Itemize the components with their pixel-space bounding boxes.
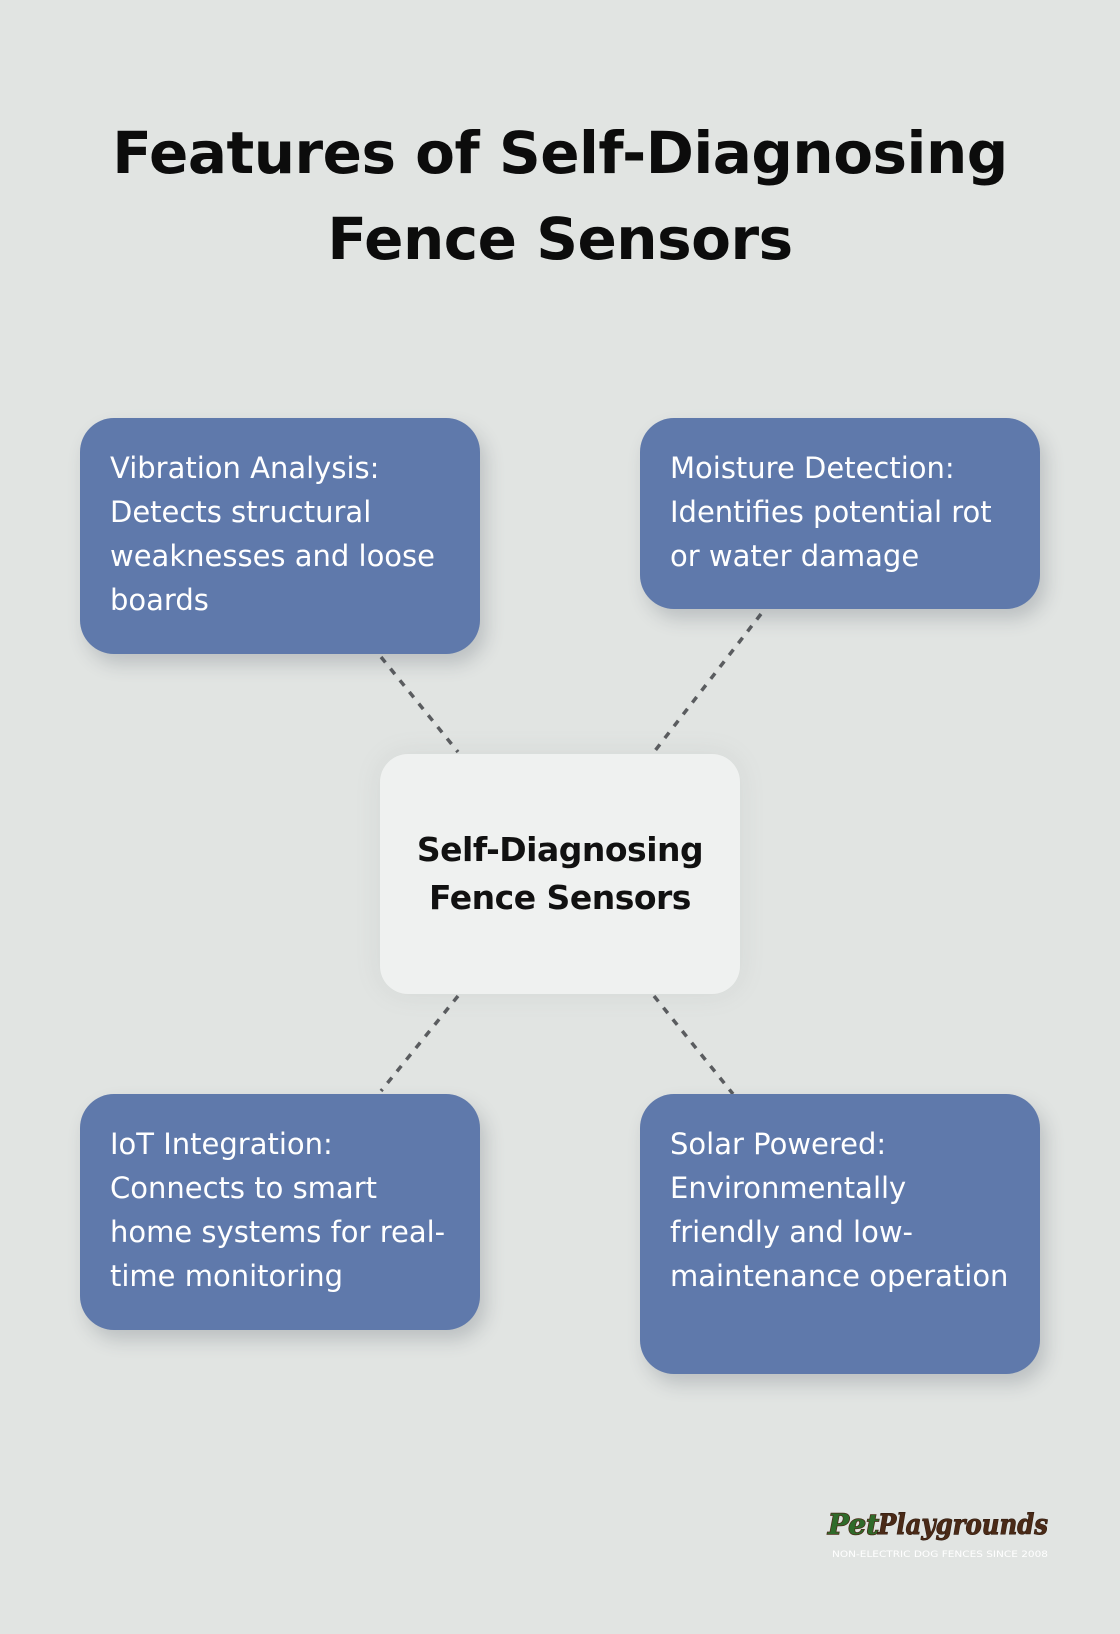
feature-text: Vibration Analysis: Detects structural w…	[110, 451, 436, 617]
feature-iot-integration: IoT Integration: Connects to smart home …	[80, 1094, 480, 1330]
feature-text: IoT Integration: Connects to smart home …	[110, 1127, 446, 1293]
connector-top-right	[652, 612, 763, 754]
connector-bottom-right	[652, 994, 735, 1096]
feature-vibration-analysis: Vibration Analysis: Detects structural w…	[80, 418, 480, 654]
logo-word-pet: Pet	[827, 1508, 879, 1541]
title-line-1: Features of Self-Diagnosing	[112, 119, 1008, 187]
feature-solar-powered: Solar Powered: Environmentally friendly …	[640, 1094, 1040, 1374]
connector-bottom-left	[379, 994, 460, 1093]
feature-text: Solar Powered: Environmentally friendly …	[670, 1127, 1009, 1293]
page-title: Features of Self-Diagnosing Fence Sensor…	[60, 110, 1060, 282]
logo-word-playgrounds: Playgrounds	[877, 1508, 1048, 1541]
feature-moisture-detection: Moisture Detection: Identifies potential…	[640, 418, 1040, 609]
logo-tagline: NON-ELECTRIC DOG FENCES SINCE 2008	[832, 1550, 1048, 1560]
central-topic: Self-Diagnosing Fence Sensors	[380, 754, 740, 994]
pet-playgrounds-logo: Pet Playgrounds NON-ELECTRIC DOG FENCES …	[826, 1507, 1048, 1560]
central-topic-line-1: Self-Diagnosing	[416, 830, 704, 869]
title-line-2: Fence Sensors	[327, 205, 793, 273]
central-topic-line-2: Fence Sensors	[429, 878, 691, 917]
feature-text: Moisture Detection: Identifies potential…	[670, 451, 992, 573]
connector-top-left	[379, 655, 460, 754]
